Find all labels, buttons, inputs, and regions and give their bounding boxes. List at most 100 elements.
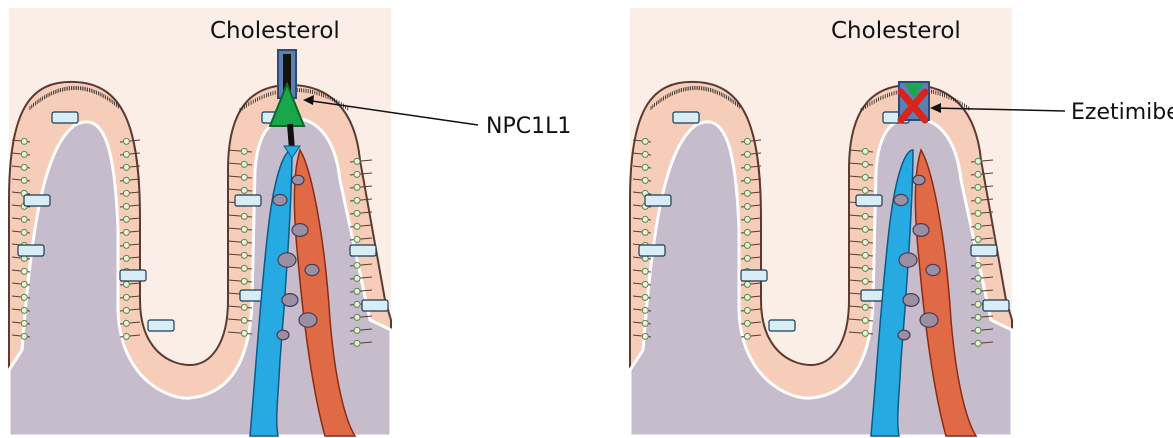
- nucleus: [354, 327, 360, 333]
- capillary-mesh-cell: [282, 294, 298, 307]
- nucleus: [642, 281, 648, 287]
- nucleus: [354, 171, 360, 177]
- nucleus: [862, 239, 868, 245]
- nucleus: [354, 223, 360, 229]
- nucleus: [642, 216, 648, 222]
- nucleus: [744, 229, 750, 235]
- nucleus: [744, 151, 750, 157]
- nucleus: [354, 236, 360, 242]
- nucleus: [354, 262, 360, 268]
- nucleus: [354, 210, 360, 216]
- nucleus: [642, 138, 648, 144]
- nucleus: [975, 327, 981, 333]
- nucleus: [123, 216, 129, 222]
- capillary-mesh-cell: [926, 264, 940, 275]
- nucleus: [975, 210, 981, 216]
- capillary-mesh-cell: [305, 264, 319, 275]
- nucleus: [21, 216, 27, 222]
- nucleus: [21, 333, 27, 339]
- nucleus: [354, 184, 360, 190]
- nucleus: [354, 197, 360, 203]
- nucleus: [744, 333, 750, 339]
- nucleus: [241, 252, 247, 258]
- nucleus: [123, 307, 129, 313]
- nucleus: [975, 223, 981, 229]
- nucleus: [21, 177, 27, 183]
- nucleus: [862, 252, 868, 258]
- nucleus: [975, 184, 981, 190]
- nucleus: [862, 317, 868, 323]
- nucleus: [642, 164, 648, 170]
- right-title: Cholesterol: [831, 18, 961, 44]
- goblet-cell: [52, 112, 78, 123]
- nucleus: [744, 242, 750, 248]
- nucleus: [975, 197, 981, 203]
- nucleus: [241, 278, 247, 284]
- nucleus: [862, 187, 868, 193]
- goblet-cell: [673, 112, 699, 123]
- nucleus: [123, 281, 129, 287]
- nucleus: [241, 174, 247, 180]
- nucleus: [241, 330, 247, 336]
- nucleus: [744, 177, 750, 183]
- nucleus: [744, 203, 750, 209]
- nucleus: [241, 161, 247, 167]
- nucleus: [744, 294, 750, 300]
- capillary-mesh-cell: [898, 330, 910, 340]
- nucleus: [241, 187, 247, 193]
- nucleus: [21, 164, 27, 170]
- nucleus: [744, 164, 750, 170]
- goblet-cell: [971, 245, 997, 256]
- nucleus: [123, 333, 129, 339]
- nucleus: [123, 255, 129, 261]
- nucleus: [21, 229, 27, 235]
- nucleus: [354, 340, 360, 346]
- nucleus: [642, 268, 648, 274]
- nucleus: [975, 236, 981, 242]
- nucleus: [123, 164, 129, 170]
- nucleus: [642, 320, 648, 326]
- goblet-cell: [983, 300, 1009, 311]
- nucleus: [354, 275, 360, 281]
- ezetimibe-label: Ezetimibe: [1071, 100, 1173, 125]
- capillary-mesh-cell: [278, 253, 296, 267]
- capillary-mesh-cell: [292, 224, 308, 237]
- goblet-cell: [639, 245, 665, 256]
- nucleus: [21, 307, 27, 313]
- nucleus: [862, 226, 868, 232]
- nucleus: [744, 307, 750, 313]
- nucleus: [354, 314, 360, 320]
- nucleus: [862, 174, 868, 180]
- goblet-cell: [362, 300, 388, 311]
- nucleus: [123, 242, 129, 248]
- nucleus: [862, 265, 868, 271]
- nucleus: [21, 268, 27, 274]
- nucleus: [975, 275, 981, 281]
- nucleus: [744, 255, 750, 261]
- nucleus: [642, 177, 648, 183]
- goblet-cell: [741, 270, 767, 281]
- panel-right: Cholesterol Ezetimibe: [630, 8, 1173, 436]
- nucleus: [123, 190, 129, 196]
- capillary-mesh-cell: [913, 175, 925, 185]
- nucleus: [862, 161, 868, 167]
- nucleus: [642, 229, 648, 235]
- nucleus: [21, 281, 27, 287]
- goblet-cell: [148, 320, 174, 331]
- nucleus: [642, 151, 648, 157]
- nucleus: [123, 294, 129, 300]
- capillary-mesh-cell: [292, 175, 304, 185]
- capillary-mesh-cell: [894, 194, 908, 205]
- nucleus: [862, 213, 868, 219]
- nucleus: [241, 148, 247, 154]
- capillary-mesh-cell: [277, 330, 289, 340]
- nucleus: [642, 294, 648, 300]
- nucleus: [123, 203, 129, 209]
- nucleus: [241, 317, 247, 323]
- goblet-cell: [120, 270, 146, 281]
- capillary-mesh-cell: [903, 294, 919, 307]
- nucleus: [744, 281, 750, 287]
- goblet-cell: [769, 320, 795, 331]
- nucleus: [241, 226, 247, 232]
- left-title: Cholesterol: [210, 18, 340, 44]
